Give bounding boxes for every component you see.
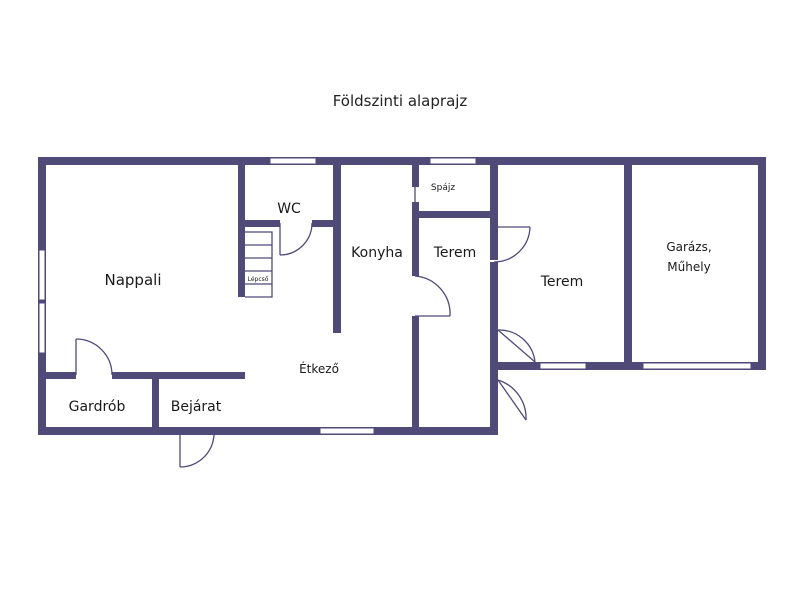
label-etkezo: Étkező: [299, 361, 339, 376]
outer-wall-right: [758, 157, 766, 370]
window-bottom-etkezo: [319, 427, 375, 435]
label-spajz: Spájz: [431, 183, 455, 193]
doors: [75, 187, 536, 468]
gardrob-top-wall-right: [112, 372, 245, 379]
outer-wall-bottom-left: [38, 427, 498, 435]
gardrob-right-wall: [152, 379, 159, 435]
label-terem-small: Terem: [433, 245, 477, 261]
gardrob-top-wall-left: [38, 372, 76, 379]
door-bejarat: [179, 430, 215, 468]
outer-walls: [38, 157, 766, 435]
konyha-right-wall: [412, 202, 419, 276]
window-left-lower: [38, 302, 46, 354]
terem-divider-lower: [490, 262, 498, 372]
outer-wall-top: [38, 157, 766, 165]
stair-left-wall: [238, 227, 245, 297]
label-lepcso: Lépcső: [248, 276, 269, 283]
windows: [38, 157, 752, 435]
door-terem-lower: [497, 329, 536, 363]
door-entry-right: [497, 379, 527, 421]
label-wc: WC: [277, 201, 301, 217]
window-left-upper: [38, 249, 46, 301]
wc-right-wall: [333, 165, 341, 333]
door-terem-upper: [493, 226, 531, 263]
wc-bottom-wall-left: [238, 220, 280, 227]
label-nappali: Nappali: [105, 271, 162, 289]
label-konyha: Konyha: [351, 245, 403, 261]
spajz-bottom-wall: [412, 211, 498, 218]
window-bottom-terem: [539, 362, 587, 370]
stairs: [245, 231, 273, 298]
door-konyha-terem: [414, 275, 451, 317]
label-gardrob: Gardrób: [69, 399, 126, 415]
label-garazs-line1: Garázs,: [666, 240, 711, 254]
terem-right-wall-lower: [490, 362, 498, 435]
window-bottom-garage: [642, 362, 752, 370]
door-gardrob: [75, 338, 113, 376]
window-top-wc: [269, 157, 317, 165]
wc-bottom-wall-right: [312, 220, 340, 227]
window-top-spajz: [429, 157, 477, 165]
door-wc: [279, 222, 313, 256]
interior-walls: [38, 165, 632, 435]
garage-divider: [624, 165, 632, 370]
terem-divider-upper: [490, 165, 498, 260]
label-garazs-line2: Műhely: [667, 260, 710, 274]
spajz-left-wall: [412, 165, 419, 187]
plan-title: Földszinti alaprajz: [332, 92, 468, 110]
label-terem-large: Terem: [540, 274, 584, 290]
label-bejarat: Bejárat: [171, 399, 222, 415]
konyha-right-wall-lower: [412, 316, 419, 431]
wc-left-wall: [238, 165, 245, 220]
room-labels: Nappali WC Lépcső Konyha Spájz Terem Ter…: [69, 183, 712, 415]
